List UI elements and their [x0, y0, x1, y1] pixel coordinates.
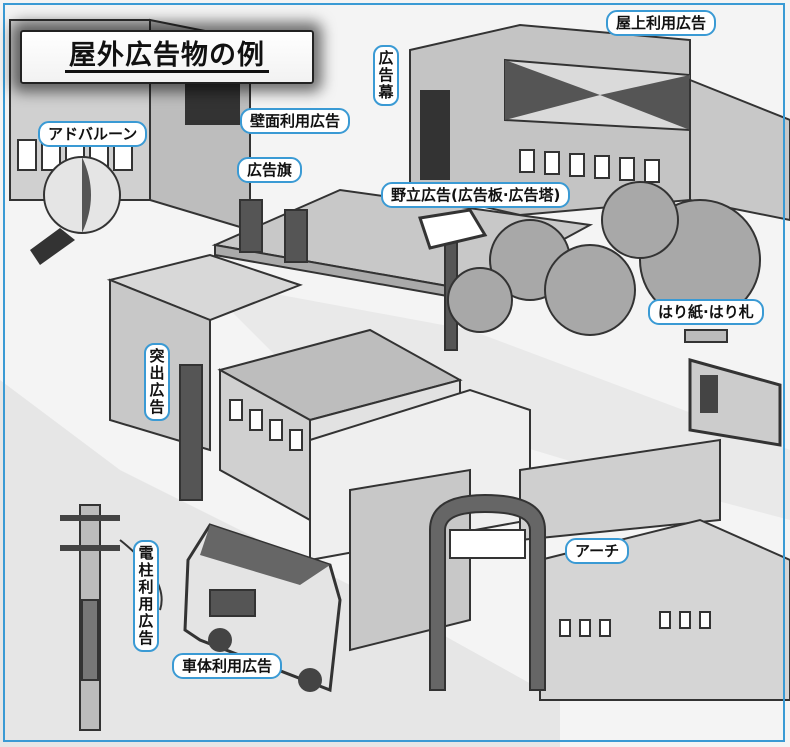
label-billboard-ad: 野立広告(広告板·広告塔) — [381, 182, 571, 208]
hanging-banner — [420, 90, 450, 180]
projecting-sign — [179, 364, 203, 501]
label-pole-ad: 電柱利用広告 — [133, 540, 159, 652]
label-wall-ad: 壁面利用広告 — [240, 108, 351, 134]
label-arch-ad: アーチ — [565, 538, 630, 564]
pole-ad — [81, 599, 99, 681]
bus-ad — [209, 589, 256, 617]
label-rooftop-ad: 屋上利用広告 — [606, 10, 717, 36]
label-balloon-ad: アドバルーン — [38, 121, 148, 147]
billboard-sign — [418, 208, 488, 250]
label-projecting-ad: 突出広告 — [144, 343, 170, 421]
label-flag-ad: 広告旗 — [237, 157, 303, 183]
arch-sign — [449, 529, 526, 559]
border-frame — [3, 3, 785, 742]
label-poster-ad: はり紙·はり札 — [648, 299, 764, 325]
label-banner-ad: 広告幕 — [373, 45, 399, 106]
trees — [447, 181, 761, 336]
flag-1 — [239, 199, 263, 253]
balloon-banner — [30, 228, 75, 265]
arch — [429, 493, 546, 691]
page-title: 屋外広告物の例 — [20, 30, 314, 84]
flag-2 — [284, 209, 308, 263]
label-vehicle-ad: 車体利用広告 — [172, 653, 283, 679]
